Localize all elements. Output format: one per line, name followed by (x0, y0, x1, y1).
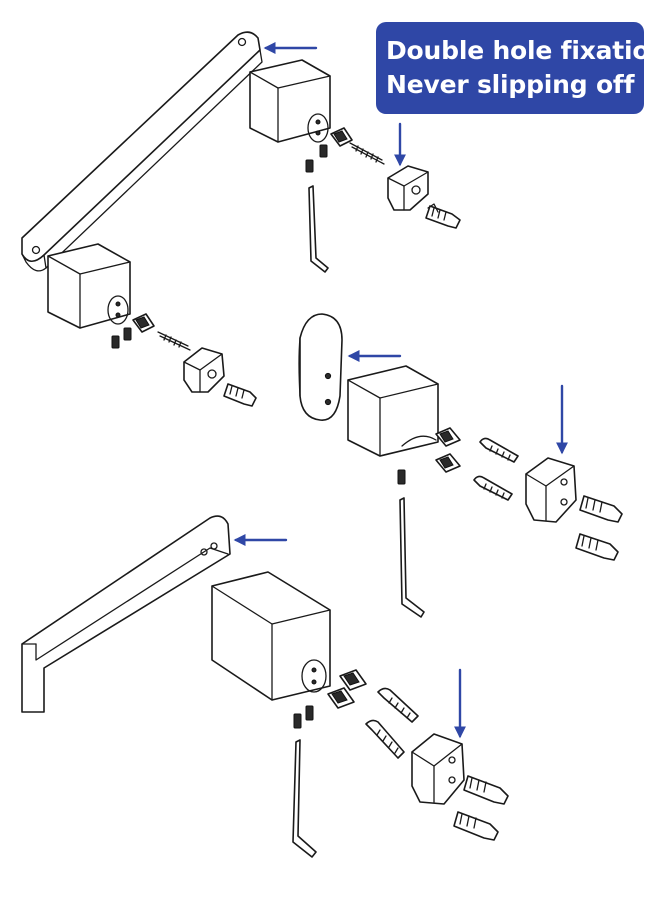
hex-key (308, 185, 329, 273)
set-screw (397, 469, 406, 485)
set-screw (111, 327, 132, 349)
screw (473, 437, 519, 501)
tube-mount (211, 571, 331, 701)
tube-mount (249, 59, 331, 143)
assembly-end-cap (298, 313, 623, 618)
wall-anchor (453, 775, 509, 841)
set-screw (293, 705, 314, 729)
hex-key (292, 739, 317, 858)
end-cap (298, 313, 343, 421)
mounting-block (525, 457, 577, 523)
wall-anchor (425, 203, 461, 229)
screw (435, 427, 461, 473)
towel-bar (21, 31, 263, 272)
wall-anchor (575, 495, 623, 561)
hook-arm (21, 515, 231, 713)
hex-key (399, 497, 425, 618)
callout-line: Never slipping off (386, 70, 635, 99)
screw (330, 127, 385, 165)
mounting-block (183, 347, 225, 393)
callout-box: Double hole fixation Never slipping off (376, 22, 660, 114)
callout-line: Double hole fixation (386, 36, 660, 65)
tube-mount (347, 365, 439, 457)
assembly-hook-arm (21, 515, 509, 858)
screw (132, 313, 191, 351)
screw (327, 669, 367, 709)
set-screw (305, 144, 328, 173)
wall-anchor (223, 383, 257, 407)
mounting-block (387, 165, 429, 211)
assembly-towel-bar (21, 31, 461, 407)
tube-mount (47, 243, 131, 329)
mounting-block (411, 733, 465, 805)
screw (365, 687, 419, 759)
